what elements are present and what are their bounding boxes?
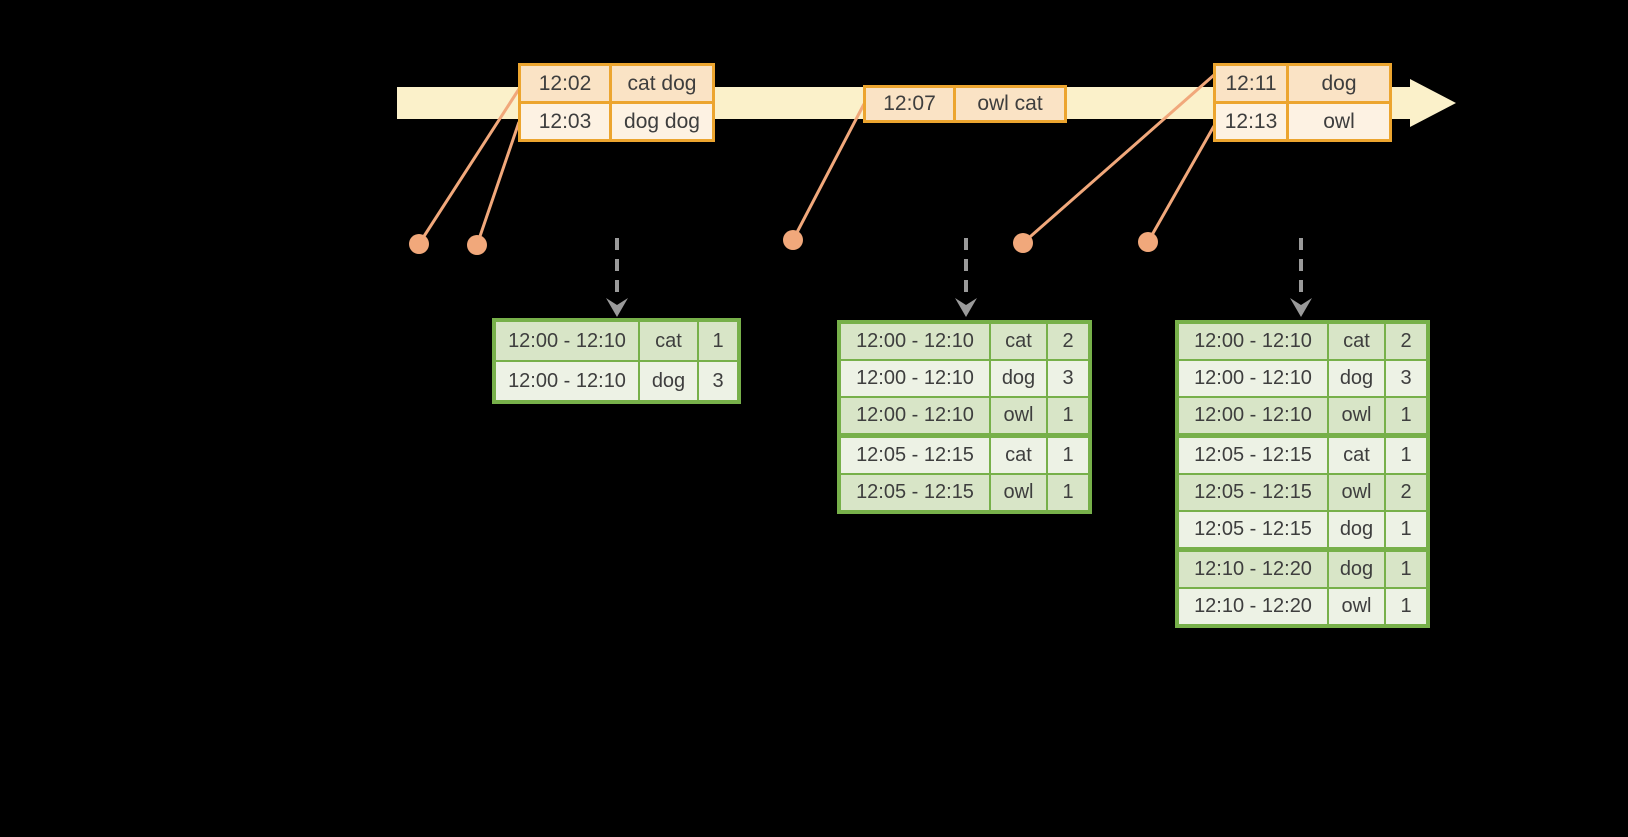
timeline-arrowhead-icon xyxy=(1410,79,1456,127)
event-connector-1207 xyxy=(791,103,866,241)
event-words-cell: owl xyxy=(1289,104,1389,139)
result-row: 12:00 - 12:10 cat 2 xyxy=(1179,324,1426,359)
event-batch-table-1: 12:02 cat dog 12:03 dog dog xyxy=(518,63,715,142)
result-row: 12:05 - 12:15 cat 1 xyxy=(1179,438,1426,473)
word-cell: cat xyxy=(991,324,1046,359)
result-row: 12:00 - 12:10 owl 1 xyxy=(841,398,1088,433)
window-cell: 12:00 - 12:10 xyxy=(1179,361,1327,396)
result-row: 12:00 - 12:10 dog 3 xyxy=(496,362,737,400)
count-cell: 1 xyxy=(1048,475,1088,510)
result-row: 12:00 - 12:10 cat 2 xyxy=(841,324,1088,359)
trigger-arrow-icon-3 xyxy=(1290,238,1312,317)
window-cell: 12:00 - 12:10 xyxy=(841,324,989,359)
count-cell: 2 xyxy=(1386,475,1426,510)
count-cell: 1 xyxy=(1386,512,1426,547)
window-cell: 12:05 - 12:15 xyxy=(841,438,989,473)
result-table-1: 12:00 - 12:10 cat 1 12:00 - 12:10 dog 3 xyxy=(492,318,741,404)
result-table-2: 12:00 - 12:10 cat 2 12:00 - 12:10 dog 3 … xyxy=(837,320,1092,514)
count-cell: 2 xyxy=(1386,324,1426,359)
window-cell: 12:00 - 12:10 xyxy=(1179,324,1327,359)
window-cell: 12:10 - 12:20 xyxy=(1179,552,1327,587)
event-time-cell: 12:13 xyxy=(1216,104,1286,139)
window-cell: 12:00 - 12:10 xyxy=(841,398,989,433)
count-cell: 1 xyxy=(1386,589,1426,624)
trigger-arrow-icon-2 xyxy=(955,238,977,317)
count-cell: 3 xyxy=(1386,361,1426,396)
result-row: 12:05 - 12:15 owl 1 xyxy=(841,475,1088,510)
count-cell: 1 xyxy=(1386,398,1426,433)
word-cell: dog xyxy=(1329,512,1384,547)
result-row: 12:00 - 12:10 cat 1 xyxy=(496,322,737,360)
window-cell: 12:05 - 12:15 xyxy=(1179,475,1327,510)
result-row: 12:05 - 12:15 cat 1 xyxy=(841,438,1088,473)
result-row: 12:10 - 12:20 dog 1 xyxy=(1179,552,1426,587)
window-cell: 12:05 - 12:15 xyxy=(1179,512,1327,547)
event-connector-1213 xyxy=(1146,125,1216,243)
word-cell: owl xyxy=(1329,398,1384,433)
event-row: 12:13 owl xyxy=(1216,104,1389,139)
event-row: 12:11 dog xyxy=(1216,66,1389,101)
word-cell: owl xyxy=(1329,475,1384,510)
result-row: 12:00 - 12:10 dog 3 xyxy=(1179,361,1426,396)
window-cell: 12:00 - 12:10 xyxy=(1179,398,1327,433)
count-cell: 3 xyxy=(1048,361,1088,396)
word-cell: dog xyxy=(640,362,697,400)
window-cell: 12:00 - 12:10 xyxy=(496,362,638,400)
window-cell: 12:05 - 12:15 xyxy=(1179,438,1327,473)
window-cell: 12:05 - 12:15 xyxy=(841,475,989,510)
result-table-3: 12:00 - 12:10 cat 2 12:00 - 12:10 dog 3 … xyxy=(1175,320,1430,628)
event-batch-table-3: 12:11 dog 12:13 owl xyxy=(1213,63,1392,142)
result-row: 12:00 - 12:10 dog 3 xyxy=(841,361,1088,396)
window-cell: 12:00 - 12:10 xyxy=(496,322,638,360)
event-words-cell: cat dog xyxy=(612,66,712,101)
event-words-cell: dog xyxy=(1289,66,1389,101)
event-words-cell: dog dog xyxy=(612,104,712,139)
event-time-cell: 12:07 xyxy=(866,88,953,120)
word-cell: owl xyxy=(1329,589,1384,624)
event-time-cell: 12:03 xyxy=(521,104,609,139)
result-row: 12:05 - 12:15 dog 1 xyxy=(1179,512,1426,547)
count-cell: 3 xyxy=(699,362,737,400)
event-row: 12:03 dog dog xyxy=(521,104,712,139)
count-cell: 1 xyxy=(699,322,737,360)
result-row: 12:00 - 12:10 owl 1 xyxy=(1179,398,1426,433)
event-row: 12:07 owl cat xyxy=(866,88,1064,120)
event-connector-1203 xyxy=(475,121,521,246)
word-cell: cat xyxy=(1329,438,1384,473)
event-batch-table-2: 12:07 owl cat xyxy=(863,85,1067,123)
word-cell: owl xyxy=(991,398,1046,433)
result-row: 12:10 - 12:20 owl 1 xyxy=(1179,589,1426,624)
event-time-cell: 12:11 xyxy=(1216,66,1286,101)
event-dot-1203 xyxy=(467,235,487,255)
count-cell: 2 xyxy=(1048,324,1088,359)
event-connector-1202 xyxy=(417,88,521,245)
event-words-cell: owl cat xyxy=(956,88,1064,120)
count-cell: 1 xyxy=(1386,438,1426,473)
event-dot-1207 xyxy=(783,230,803,250)
window-cell: 12:10 - 12:20 xyxy=(1179,589,1327,624)
event-dot-1211 xyxy=(1013,233,1033,253)
word-cell: dog xyxy=(1329,361,1384,396)
word-cell: owl xyxy=(991,475,1046,510)
word-cell: cat xyxy=(1329,324,1384,359)
event-dot-1213 xyxy=(1138,232,1158,252)
count-cell: 1 xyxy=(1386,552,1426,587)
word-cell: dog xyxy=(1329,552,1384,587)
event-dot-1202 xyxy=(409,234,429,254)
result-row: 12:05 - 12:15 owl 2 xyxy=(1179,475,1426,510)
event-time-cell: 12:02 xyxy=(521,66,609,101)
window-cell: 12:00 - 12:10 xyxy=(841,361,989,396)
word-cell: cat xyxy=(640,322,697,360)
trigger-arrow-icon-1 xyxy=(606,238,628,317)
count-cell: 1 xyxy=(1048,398,1088,433)
event-connector-1211 xyxy=(1022,73,1215,245)
word-cell: dog xyxy=(991,361,1046,396)
event-row: 12:02 cat dog xyxy=(521,66,712,101)
count-cell: 1 xyxy=(1048,438,1088,473)
word-cell: cat xyxy=(991,438,1046,473)
